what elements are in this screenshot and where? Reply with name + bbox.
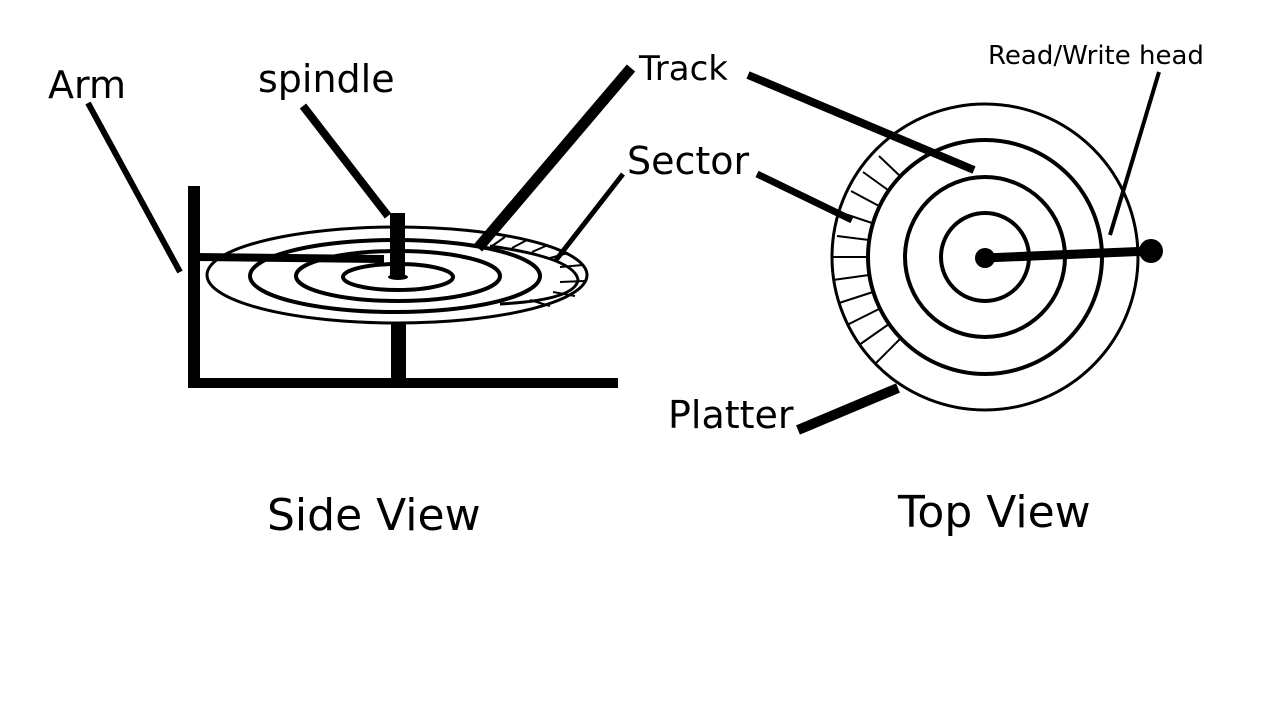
read-write-arm (984, 246, 1151, 263)
sector-leader-side (554, 172, 625, 262)
spindle-support (391, 322, 406, 382)
side-view-caption: Side View (267, 490, 481, 541)
spindle-base (388, 274, 408, 280)
arm-label: Arm (48, 63, 126, 107)
top-view-drawing (746, 71, 1163, 435)
spindle-leader (299, 103, 392, 219)
read-write-head-leader (1108, 71, 1161, 236)
read-write-head-tip (1139, 239, 1163, 263)
track-label: Track (638, 49, 728, 89)
stand-post (188, 186, 200, 382)
read-write-head-label: Read/Write head (988, 41, 1204, 71)
top-view-caption: Top View (897, 487, 1091, 538)
side-view-drawing (85, 64, 636, 388)
track-leader-side (473, 64, 636, 252)
platter-leader (796, 383, 900, 435)
spindle-label: spindle (258, 57, 395, 101)
platter-label: Platter (668, 393, 794, 437)
stand-base (188, 378, 618, 388)
top-spindle-center (975, 248, 995, 268)
sector-leader-top (755, 170, 854, 224)
track-leader-top (746, 71, 976, 174)
sector-label: Sector (627, 139, 750, 183)
top-sector-band (832, 155, 902, 364)
arm-bar (195, 253, 385, 263)
spindle-shaft (390, 213, 405, 278)
arm-leader (85, 101, 183, 274)
